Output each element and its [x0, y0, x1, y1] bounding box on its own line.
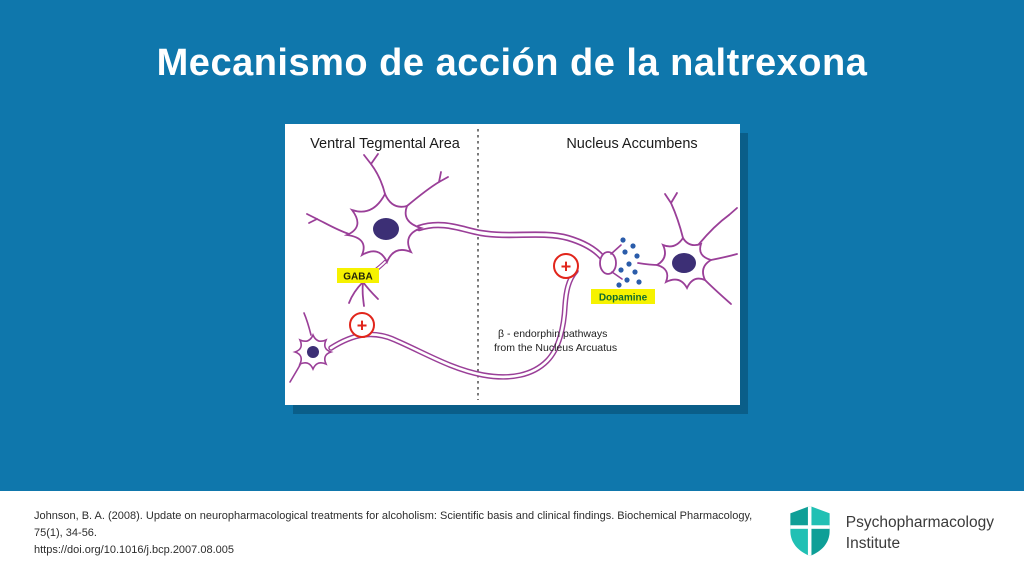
vta-region-label: Ventral Tegmental Area: [310, 136, 461, 152]
accumbens-neuron-nucleus: [672, 253, 696, 273]
nac-region-label: Nucleus Accumbens: [566, 136, 697, 152]
page-title: Mecanismo de acción de la naltrexona: [156, 42, 868, 84]
endorphin-neuron-nucleus: [307, 346, 319, 358]
institute-name-line1: Psychopharmacology: [845, 513, 994, 531]
pathway-caption-line1: β - endorphin pathways: [498, 328, 607, 340]
citation-line-1: Johnson, B. A. (2008). Update on neuroph…: [34, 509, 753, 539]
diagram-panel: + + GABA Dopamine β - endorphin pathways…: [285, 124, 740, 405]
citation-text: Johnson, B. A. (2008). Update on neuroph…: [34, 508, 764, 559]
pathway-caption-line2: from the Nucleus Arcuatus: [494, 342, 617, 354]
institute-name-line2: Institute: [845, 534, 901, 552]
vta-neuron-nucleus: [373, 218, 399, 240]
excitatory-plus-icon-right: +: [553, 253, 579, 279]
dopamine-label: Dopamine: [591, 289, 655, 304]
endorphin-neuron: [289, 312, 334, 383]
accumbens-neuron: [637, 192, 738, 305]
vta-neuron: [306, 153, 449, 265]
neural-pathway-diagram: + + GABA Dopamine β - endorphin pathways…: [289, 129, 738, 400]
gaba-label: GABA: [337, 268, 379, 283]
citation-line-2: https://doi.org/10.1016/j.bcp.2007.08.00…: [34, 544, 234, 557]
dopamine-terminal: [599, 244, 623, 280]
svg-text:+: +: [561, 257, 572, 277]
svg-text:Dopamine: Dopamine: [599, 293, 648, 304]
institute-logo: Psychopharmacology Institute: [787, 505, 994, 562]
footer-bar: Johnson, B. A. (2008). Update on neuroph…: [0, 491, 1024, 576]
excitatory-plus-icon-left: +: [349, 312, 375, 338]
dopamine-axon-tube: [415, 221, 609, 265]
dopamine-vesicle-dots: [616, 237, 642, 288]
svg-text:GABA: GABA: [343, 272, 372, 283]
institute-name: Psychopharmacology Institute: [846, 513, 994, 555]
svg-text:+: +: [357, 316, 368, 336]
shield-icon: [787, 505, 833, 562]
endorphin-pathway-tube: [328, 268, 579, 380]
